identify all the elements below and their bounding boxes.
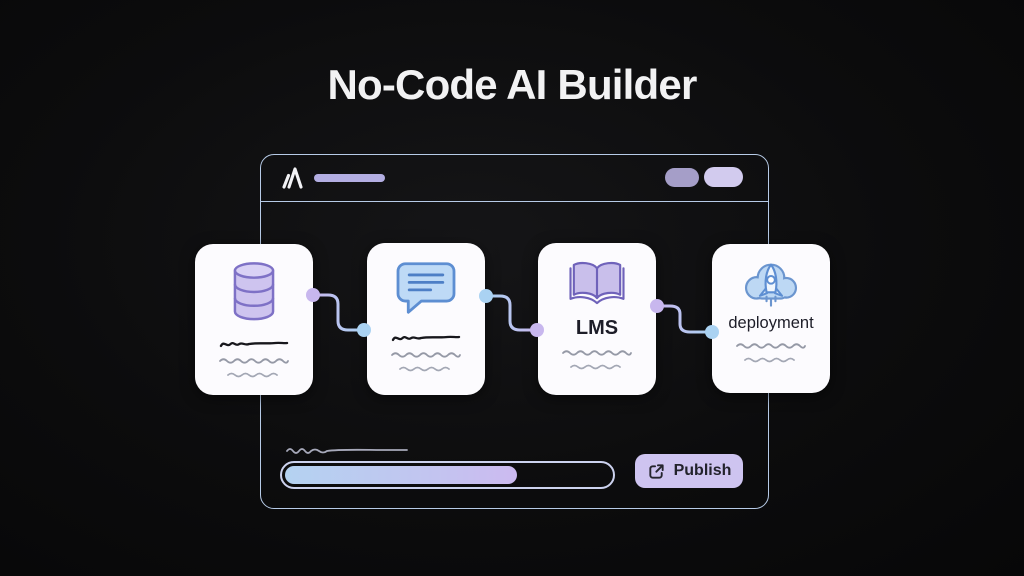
card-label: deployment xyxy=(728,314,814,332)
text-squiggle-gray xyxy=(743,355,799,365)
text-squiggle-gray xyxy=(390,350,462,360)
external-link-icon xyxy=(647,462,666,481)
node-card-deployment[interactable]: deployment xyxy=(712,244,830,393)
text-squiggle-gray xyxy=(218,356,290,366)
address-bar-skeleton xyxy=(314,174,385,182)
publish-button-label: Publish xyxy=(673,462,732,479)
browser-topbar xyxy=(261,155,768,202)
open-book-icon xyxy=(567,260,627,308)
text-squiggle-gray xyxy=(569,362,625,372)
toolbar-pill-muted[interactable] xyxy=(665,168,699,187)
node-card-lms[interactable]: LMS xyxy=(538,243,656,395)
text-squiggle-gray xyxy=(735,341,807,351)
node-card-chat[interactable] xyxy=(367,243,485,395)
progress-bar xyxy=(280,461,615,489)
text-squiggle-gray xyxy=(226,370,282,380)
chat-bubble-icon xyxy=(395,260,457,316)
text-squiggle-gray xyxy=(561,348,633,358)
progress-fill xyxy=(285,466,517,484)
publish-button[interactable]: Publish xyxy=(635,454,743,488)
card-label: LMS xyxy=(575,317,619,339)
database-icon xyxy=(231,261,277,322)
text-squiggle-dark xyxy=(391,330,461,344)
cloud-rocket-icon xyxy=(737,254,805,311)
footer-squiggle xyxy=(285,444,409,456)
toolbar-pill-light[interactable] xyxy=(704,167,743,187)
node-card-data-source[interactable] xyxy=(195,244,313,395)
text-squiggle-gray xyxy=(398,364,454,374)
page-title: No-Code AI Builder xyxy=(327,61,697,108)
text-squiggle-dark xyxy=(219,336,289,350)
anthropic-logo-icon xyxy=(281,166,305,190)
